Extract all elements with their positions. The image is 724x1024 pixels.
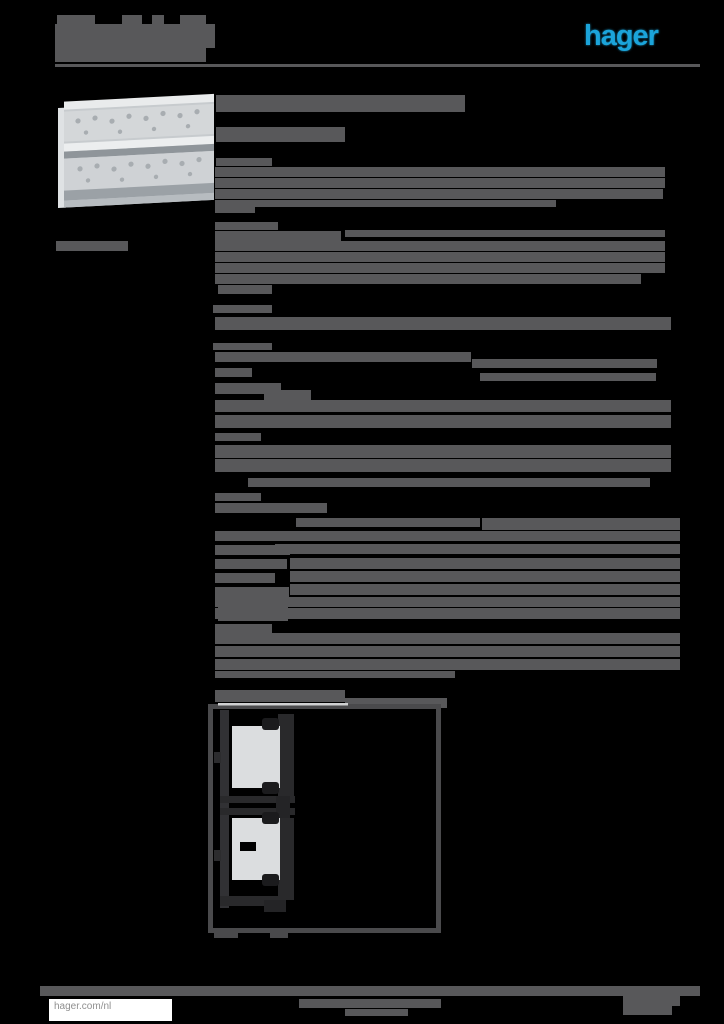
steel-wall-duct-photo-svg xyxy=(58,93,214,208)
redacted-text-line xyxy=(215,167,665,177)
redacted-text-line xyxy=(218,285,272,294)
redacted-text-line xyxy=(623,1006,672,1015)
redacted-text-line xyxy=(215,531,290,541)
redacted-text-line xyxy=(216,95,465,112)
footer-website-box: hager.com/nl xyxy=(49,999,172,1021)
redacted-text-line xyxy=(623,986,680,1006)
redacted-text-line xyxy=(215,241,665,251)
redacted-text-line xyxy=(215,178,665,188)
redacted-text-line xyxy=(215,459,671,472)
redacted-text-line xyxy=(290,571,680,582)
redacted-text-line xyxy=(215,263,665,273)
redacted-text-line xyxy=(213,305,272,313)
redacted-text-line xyxy=(215,690,345,702)
redacted-text-line xyxy=(215,368,252,377)
redacted-text-line xyxy=(215,671,455,678)
redacted-text-line xyxy=(215,559,287,569)
redacted-text-line xyxy=(480,373,656,381)
redacted-text-line xyxy=(264,390,311,400)
redacted-text-line xyxy=(215,383,281,394)
wall-duct-cross-section-drawing xyxy=(206,700,444,942)
footer-website-link[interactable]: hager.com/nl xyxy=(54,1001,112,1012)
redacted-text-line xyxy=(215,317,671,330)
redacted-text-line xyxy=(248,478,650,487)
redacted-text-line xyxy=(345,698,447,708)
redacted-text-line xyxy=(345,230,665,237)
redacted-text-line xyxy=(55,64,700,67)
redacted-text-line xyxy=(55,24,215,48)
redacted-text-line xyxy=(215,400,671,412)
redacted-text-line xyxy=(248,200,556,207)
redacted-text-line xyxy=(215,587,289,597)
redacted-text-line xyxy=(215,624,272,633)
redacted-text-line xyxy=(215,493,261,501)
redacted-text-line xyxy=(215,545,290,555)
steel-wall-duct-photo xyxy=(58,84,214,214)
redacted-text-line xyxy=(215,274,641,284)
redacted-text-line xyxy=(57,15,95,25)
redacted-text-line xyxy=(345,1009,408,1016)
redacted-text-line xyxy=(215,433,261,441)
redacted-text-line xyxy=(215,415,671,428)
redacted-text-line xyxy=(482,518,680,530)
redacted-text-line xyxy=(215,659,680,670)
redacted-text-line xyxy=(215,646,680,657)
redacted-text-line xyxy=(180,15,206,25)
redacted-text-line xyxy=(56,241,128,251)
redacted-text-line xyxy=(55,47,206,62)
redacted-text-line xyxy=(215,503,327,513)
redacted-text-line xyxy=(213,343,272,350)
wall-duct-cross-section-svg xyxy=(208,703,441,938)
redacted-text-line xyxy=(215,573,275,583)
redacted-text-line xyxy=(215,222,278,230)
redacted-text-line xyxy=(215,633,680,644)
redacted-text-line xyxy=(122,15,142,25)
redacted-text-line xyxy=(152,15,164,25)
redacted-text-line xyxy=(290,558,680,569)
redacted-text-line xyxy=(215,597,680,607)
redacted-text-line xyxy=(275,544,680,554)
redacted-text-line xyxy=(215,189,663,199)
hager-logo: hager xyxy=(584,20,659,52)
redacted-text-line xyxy=(215,252,665,262)
redacted-text-line xyxy=(472,359,657,368)
redacted-text-line xyxy=(215,231,341,241)
redacted-text-line xyxy=(216,127,345,142)
redacted-text-line xyxy=(215,608,680,619)
redacted-text-line xyxy=(215,352,471,362)
redacted-text-line xyxy=(290,584,680,595)
redacted-text-line xyxy=(215,445,671,458)
redacted-text-line xyxy=(216,158,272,166)
redacted-text-line xyxy=(296,518,480,527)
redacted-text-line xyxy=(275,531,680,541)
redacted-text-line xyxy=(299,999,441,1008)
redacted-text-line xyxy=(40,986,700,996)
redacted-text-line xyxy=(215,200,255,213)
